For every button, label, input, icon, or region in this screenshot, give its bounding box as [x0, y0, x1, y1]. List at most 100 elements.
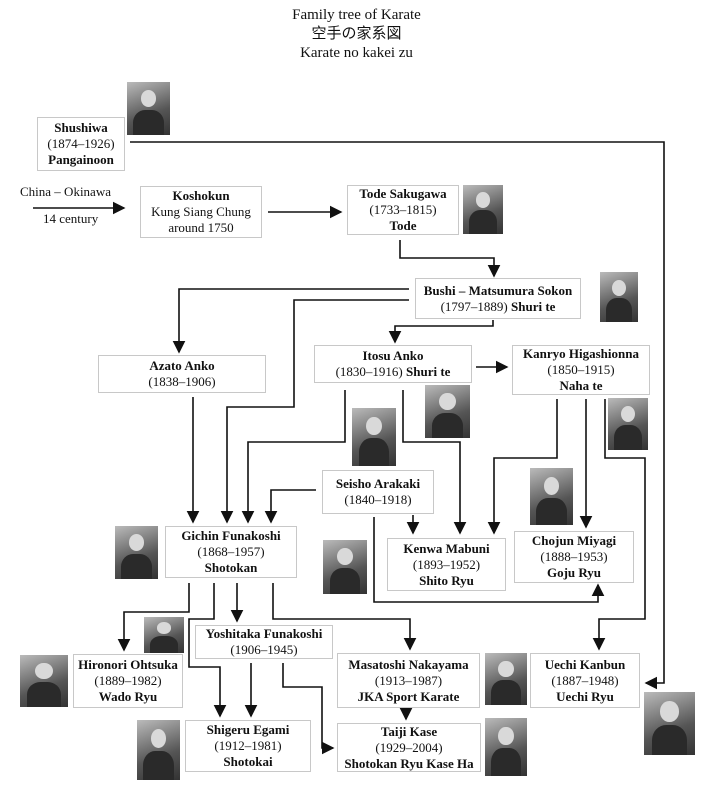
node-name: Gichin Funakoshi [181, 528, 281, 543]
node-name: Chojun Miyagi [531, 533, 617, 548]
title-romaji: Karate no kakei zu [300, 45, 413, 61]
node-dates: (1887–1948) [551, 672, 619, 688]
line-kanryo-uechi [592, 399, 646, 651]
node-tode: Tode Sakugawa (1733–1815) Tode [347, 185, 459, 235]
line-bushi-azato [172, 288, 409, 354]
node-gichin: Gichin Funakoshi (1868–1957) Shotokan [165, 526, 297, 578]
photo-hironori [20, 655, 68, 707]
node-name: Seisho Arakaki [335, 476, 421, 491]
photo-masatoshi [485, 653, 527, 705]
node-name: Shushiwa [54, 120, 108, 135]
photo-taiji [485, 718, 527, 776]
line-seisho-gichin [264, 489, 316, 524]
line-bushi-gichin [220, 299, 409, 524]
node-dates: (1840–1918) [344, 492, 412, 507]
node-shigeru: Shigeru Egami (1912–1981) Shotokai [185, 720, 311, 772]
node-name: Hironori Ohtsuka [78, 657, 178, 672]
node-name: Koshokun [172, 188, 230, 203]
node-taiji: Taiji Kase (1929–2004) Shotokan Ryu Kase… [337, 723, 481, 772]
photo-chojun [530, 468, 573, 525]
node-style: Shotokai [223, 754, 273, 769]
line-gichin-shigeru [188, 583, 227, 718]
node-name: Yoshitaka Funakoshi [205, 626, 323, 641]
node-style: JKA Sport Karate [357, 688, 460, 704]
line-tode-bushi [399, 240, 501, 278]
node-dates: (1868–1957) [197, 544, 265, 559]
node-uechi: Uechi Kanbun (1887–1948) Uechi Ryu [530, 653, 640, 708]
node-dates: around 1750 [168, 220, 234, 235]
node-name: Bushi – Matsumura Sokon [423, 282, 573, 298]
node-name: Shigeru Egami [206, 722, 290, 737]
line-bushi-itosu [388, 320, 494, 344]
node-style: Tode [389, 218, 417, 233]
node-dates: (1838–1906) [148, 374, 216, 389]
node-dates: (1889–1982) [94, 673, 162, 688]
node-name: Taiji Kase [380, 723, 438, 739]
node-style: Pangainoon [48, 152, 114, 167]
photo-seisho [352, 408, 396, 466]
node-kenwa: Kenwa Mabuni (1893–1952) Shito Ryu [387, 538, 506, 591]
line-gichin-masatoshi [272, 583, 417, 651]
title: Family tree of Karate [292, 7, 421, 23]
node-dates: (1797–1889) [440, 298, 508, 314]
photo-shigeru [137, 720, 180, 780]
node-yoshitaka: Yoshitaka Funakoshi (1906–1945) [195, 625, 333, 659]
photo-tode [463, 185, 503, 234]
node-dates: (1733–1815) [369, 202, 437, 217]
node-dates: (1888–1953) [540, 549, 608, 564]
node-dates: (1830–1916) [335, 364, 403, 379]
node-name: Kanryo Higashionna [523, 346, 639, 361]
line-yoshitaka-taiji [282, 663, 335, 755]
photo-kenwa [323, 540, 367, 594]
node-dates: (1913–1987) [374, 672, 443, 688]
node-name: Masatoshi Nakayama [348, 656, 469, 672]
origin-era: 14 century [43, 211, 99, 226]
node-style: Shuri te [511, 298, 556, 314]
photo-kanryo [608, 398, 648, 450]
node-name: Kenwa Mabuni [403, 540, 490, 556]
node-azato: Azato Anko (1838–1906) [98, 355, 266, 393]
node-name: Itosu Anko [362, 348, 424, 363]
node-dates: (1929–2004) [375, 739, 443, 755]
photo-gichin [115, 526, 158, 579]
node-seisho: Seisho Arakaki (1840–1918) [322, 470, 434, 514]
node-style: Wado Ryu [98, 689, 158, 704]
line-itosu-gichin [241, 390, 346, 524]
node-dates: (1912–1981) [214, 738, 282, 753]
node-kanryo: Kanryo Higashionna (1850–1915) Naha te [512, 345, 650, 395]
node-style: Shotokan Ryu Kase Ha [344, 755, 474, 771]
origin-place: China – Okinawa [20, 184, 111, 199]
node-name: Azato Anko [149, 358, 215, 373]
node-masatoshi: Masatoshi Nakayama (1913–1987) JKA Sport… [337, 653, 480, 708]
photo-yoshitaka [144, 617, 184, 653]
node-koshokun: Koshokun Kung Siang Chung around 1750 [140, 186, 262, 238]
line-gichin-hironori [117, 583, 190, 652]
node-dates: (1850–1915) [547, 362, 615, 377]
node-style: Goju Ryu [546, 565, 602, 580]
node-hironori: Hironori Ohtsuka (1889–1982) Wado Ryu [73, 654, 183, 708]
node-dates: (1874–1926) [47, 136, 115, 151]
photo-itosu [425, 385, 470, 438]
photo-shushiwa [127, 82, 170, 135]
node-style: Shuri te [406, 364, 451, 379]
node-itosu: Itosu Anko (1830–1916) Shuri te [314, 345, 472, 383]
title-japanese: 空手の家系図 [311, 26, 402, 42]
node-style: Shotokan [204, 560, 258, 575]
node-name: Tode Sakugawa [359, 186, 447, 201]
line-seisho-chojun [373, 517, 605, 603]
photo-bushi [600, 272, 638, 322]
line-kanryo-kenwa [487, 399, 558, 535]
node-bushi: Bushi – Matsumura Sokon (1797–1889) Shur… [415, 278, 581, 319]
line-shushiwa-uechi [130, 141, 665, 690]
node-style: Shito Ryu [419, 572, 474, 588]
photo-uechi [644, 692, 695, 755]
node-style: Uechi Ryu [556, 688, 614, 704]
node-style: Naha te [559, 378, 603, 393]
line-itosu-kenwa [402, 390, 467, 535]
node-chojun: Chojun Miyagi (1888–1953) Goju Ryu [514, 531, 634, 583]
node-shushiwa: Shushiwa (1874–1926) Pangainoon [37, 117, 125, 171]
node-dates: (1906–1945) [230, 642, 298, 657]
node-alt-name: Kung Siang Chung [151, 204, 251, 219]
